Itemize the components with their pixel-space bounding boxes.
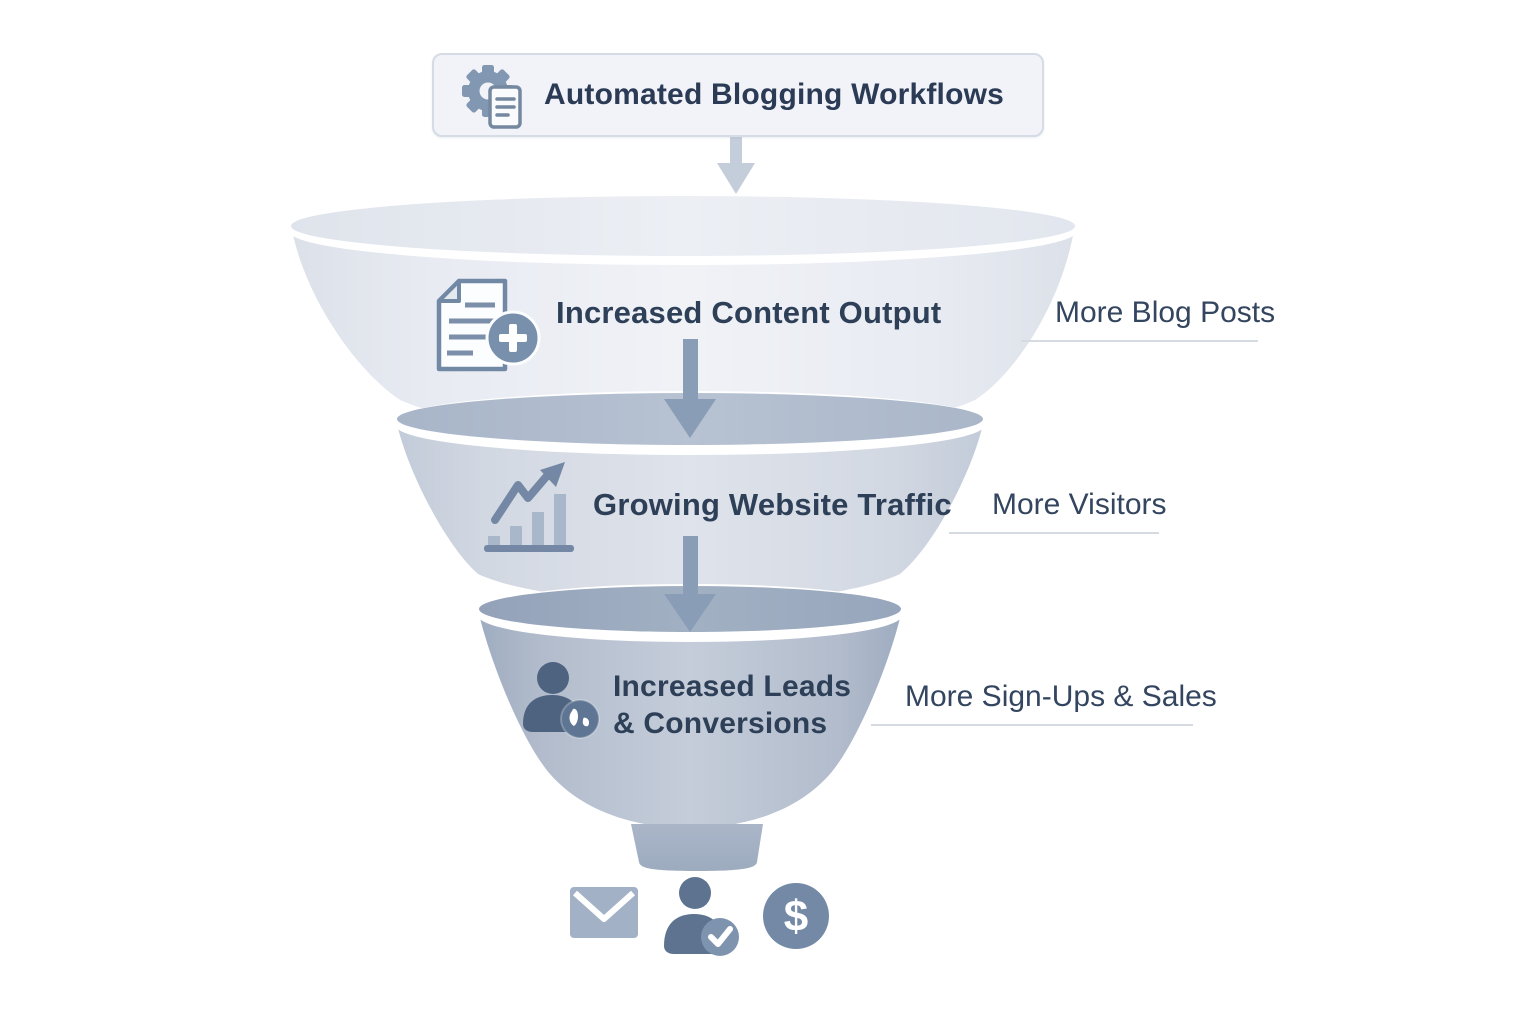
document-plus-icon [436, 278, 541, 372]
funnel-stage-1-top [291, 196, 1075, 256]
email-icon [570, 887, 638, 938]
chart-growth-icon [484, 462, 574, 552]
flow-arrow-3 [664, 536, 716, 632]
stage-3-side-label: More Sign-Ups & Sales [871, 680, 1217, 726]
person-check-icon [664, 877, 739, 956]
flow-arrow-1 [717, 136, 755, 194]
stage-2-side-label: More Visitors [949, 488, 1167, 534]
funnel-stem [631, 824, 763, 871]
stage-3-label-line-2: & Conversions [613, 707, 828, 740]
dollar-glyph: $ [784, 892, 808, 941]
stage-3-label-line-1: Increased Leads [613, 670, 852, 703]
stage-2-label: Growing Website Traffic [593, 487, 952, 522]
stage-1-label: Increased Content Output [556, 295, 942, 330]
flow-arrow-2 [664, 339, 716, 438]
gear-document-icon [462, 65, 522, 129]
funnel-stage-3-body [479, 614, 901, 828]
header-box: Automated Blogging Workflows [432, 53, 1044, 137]
dollar-icon: $ [763, 883, 829, 949]
stage-3-label: Increased Leads & Conversions [613, 668, 851, 742]
person-conversions-icon [523, 662, 600, 739]
stage-1-side-label: More Blog Posts [1021, 296, 1275, 342]
funnel-stage-2-body [397, 424, 983, 603]
header-title: Automated Blogging Workflows [544, 78, 1005, 111]
